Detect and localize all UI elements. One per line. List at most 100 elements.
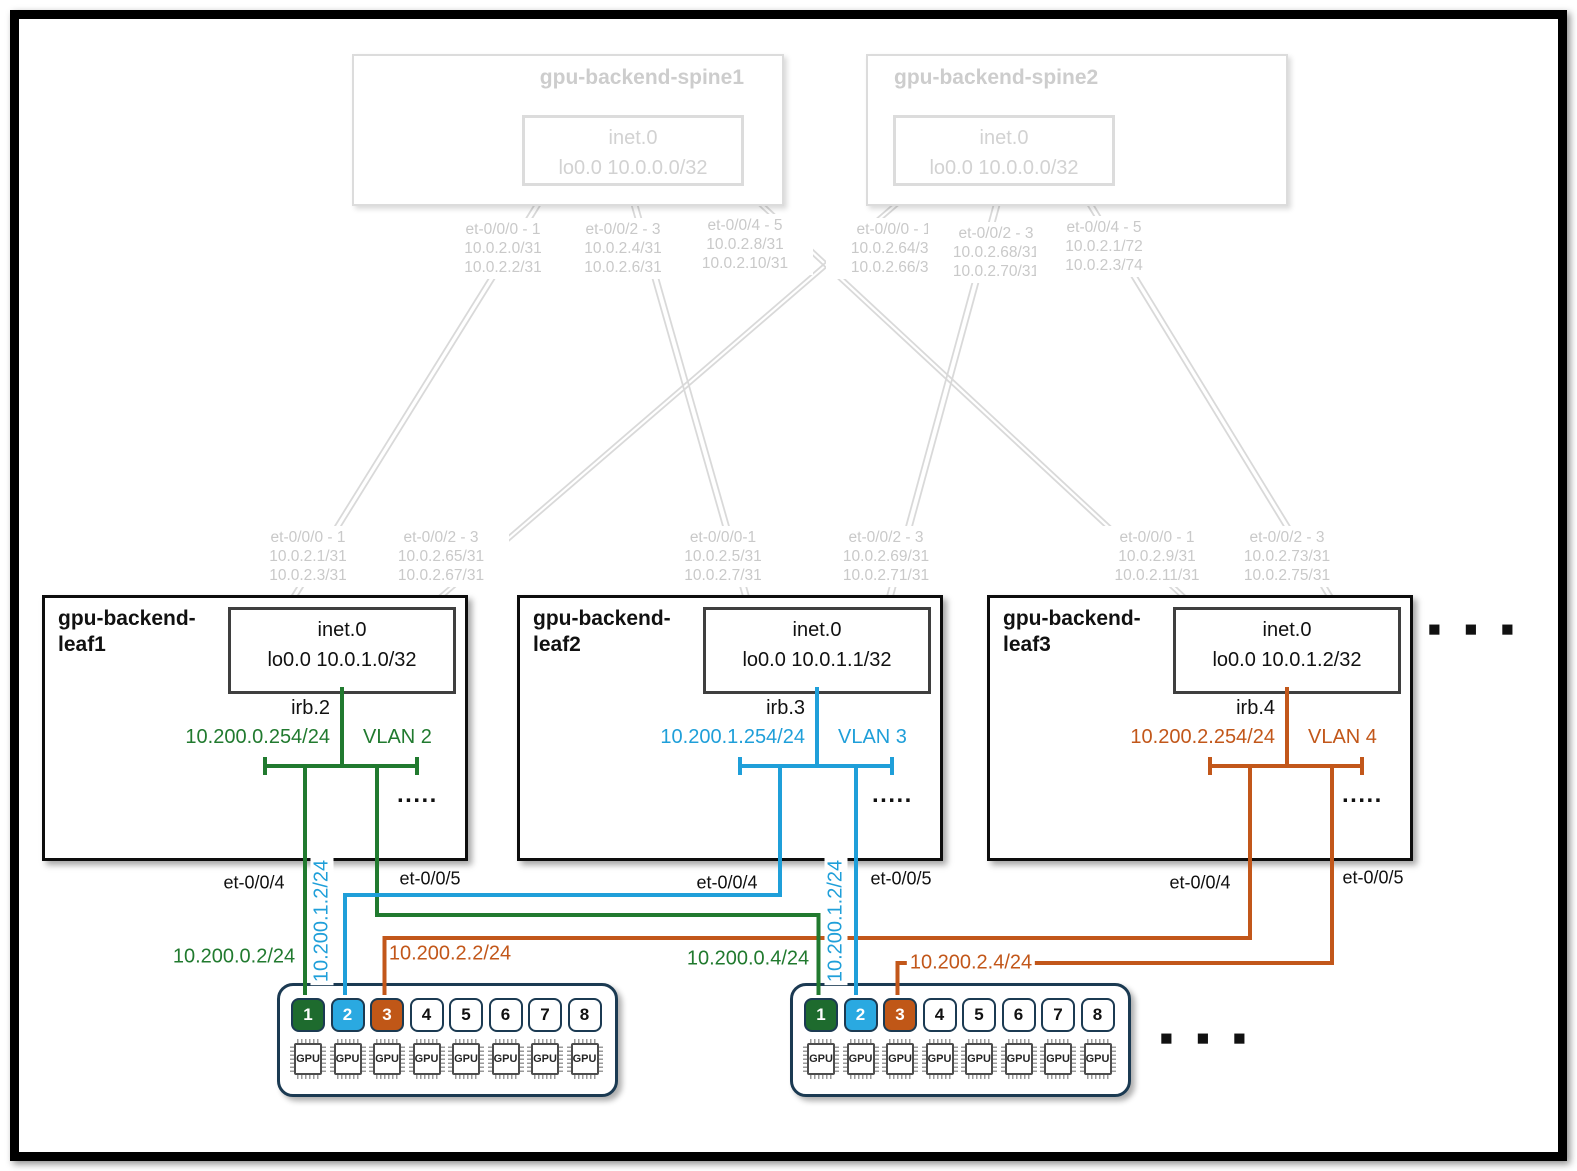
nic-port: 1: [291, 998, 325, 1032]
leaf2-more-ports-dots: .....: [872, 781, 913, 808]
leaf1-routing-table: inet.0 lo0.0 10.0.1.0/32: [228, 607, 456, 694]
leaf1-vlan-label: VLAN 2: [363, 726, 432, 748]
more-servers-ellipsis: ■ ■ ■: [1160, 1027, 1255, 1050]
spine1-link-labels-2: et-0/0/2 - 3 10.0.2.4/31 10.0.2.6/31: [555, 218, 691, 279]
spine2-name: gpu-backend-spine2: [894, 66, 1099, 89]
link-subnet: 10.0.2.68/31: [952, 244, 1040, 261]
nic-port: 2: [843, 998, 878, 1032]
leaf2-name: gpu-backend- leaf2: [533, 607, 671, 656]
chip-pins: [921, 1046, 926, 1072]
link-subnet: 10.0.2.73/31: [1243, 548, 1331, 565]
port-range: et-0/0/4 - 5: [707, 217, 783, 234]
gpu-chip-icon: GPU: [527, 1039, 563, 1079]
server2-gpu-row: GPU GPU GPU GPU GPU GPU: [803, 1039, 1116, 1079]
nic-port: 6: [1001, 998, 1036, 1032]
leaf1-port-et004: et-0/0/4: [223, 872, 285, 893]
loopback-address: lo0.0 10.0.1.0/32: [267, 649, 417, 671]
chip-pins: [598, 1046, 603, 1072]
chip-pins: [487, 1046, 492, 1072]
leaf3-link-labels-1: et-0/0/0 - 1 10.0.2.9/31 10.0.2.11/31: [1089, 526, 1225, 587]
loopback-address: lo0.0 10.0.1.2/32: [1212, 649, 1362, 671]
chip-pins: [961, 1046, 965, 1072]
port-range: et-0/0/0 - 1: [465, 221, 541, 238]
leaf2-irb-name: irb.3: [766, 697, 805, 719]
leaf3-vlan-label: VLAN 4: [1308, 726, 1377, 748]
link-subnet: 10.0.2.0/31: [464, 240, 542, 257]
gpu-chip-icon: GPU: [290, 1039, 326, 1079]
spine1-link-labels-1: et-0/0/0 - 1 10.0.2.0/31 10.0.2.2/31: [435, 218, 571, 279]
spine2-link-labels-3: et-0/0/4 - 5 10.0.2.1/72 10.0.2.3/74: [1036, 216, 1172, 277]
chip-pins: [1072, 1046, 1076, 1072]
gpu-chip-icon: GPU: [369, 1039, 405, 1079]
chip-pins: [1032, 1046, 1037, 1072]
leaf3-irb-name: irb.4: [1236, 697, 1275, 719]
table-name: inet.0: [979, 127, 1029, 149]
link-subnet: 10.0.2.64/31: [850, 240, 938, 257]
chip-pins: [448, 1046, 452, 1072]
loopback-address: lo0.0 10.0.1.1/32: [742, 649, 892, 671]
gpu-chip-icon: GPU: [1000, 1039, 1037, 1079]
link-subnet: 10.0.2.1/72: [1065, 238, 1143, 255]
nic-port: 5: [449, 998, 483, 1032]
chip-pins: [369, 1046, 373, 1072]
table-name: inet.0: [792, 619, 842, 641]
server2-nic3-ip: 10.200.2.4/24: [906, 951, 1036, 975]
leaf2-port-et004: et-0/0/4: [696, 872, 758, 893]
chip-pins: [1079, 1046, 1084, 1072]
chip-pins: [519, 1046, 524, 1072]
gpu-chip-icon: GPU: [487, 1039, 524, 1079]
leaf3-routing-table: inet.0 lo0.0 10.0.1.2/32: [1173, 607, 1401, 694]
chip-pins: [1000, 1046, 1005, 1072]
port-range: et-0/0/4 - 5: [1066, 219, 1142, 236]
link-subnet: 10.0.2.66/31: [850, 259, 938, 276]
nic-port: 8: [1080, 998, 1115, 1032]
port-range: et-0/0/2 - 3: [403, 529, 479, 546]
chip-pins: [527, 1046, 531, 1072]
nic-port: 3: [883, 998, 917, 1032]
wire-leaf3-server2-nic3: [895, 766, 1334, 995]
leaf2-link-labels-2: et-0/0/2 - 3 10.0.2.69/31 10.0.2.71/31: [818, 526, 954, 587]
wire-leaf2-server1-nic2: [343, 766, 782, 995]
server1-gpu-row: GPU GPU GPU GPU GPU GPU: [290, 1039, 603, 1079]
leaf1-link-labels-2: et-0/0/2 - 3 10.0.2.65/31 10.0.2.67/31: [373, 526, 509, 587]
gpu-chip-icon: GPU: [961, 1039, 997, 1079]
nic-port: 4: [922, 998, 957, 1032]
nic-port: 7: [1041, 998, 1075, 1032]
spine1-link-labels-3: et-0/0/4 - 5 10.0.2.8/31 10.0.2.10/31: [677, 214, 813, 275]
port-range: et-0/0/0 - 1: [856, 221, 932, 238]
link-subnet: 10.0.2.4/31: [584, 240, 662, 257]
port-range: et-0/0/0-1: [689, 529, 757, 546]
chip-pins: [1040, 1046, 1044, 1072]
leaf2-port-et005: et-0/0/5: [870, 868, 932, 889]
chip-pins: [842, 1046, 847, 1072]
leaf2-box: gpu-backend- leaf2 inet.0 lo0.0 10.0.1.1…: [517, 595, 943, 861]
leaf1-irb-name: irb.2: [291, 697, 330, 719]
chip-pins: [401, 1046, 405, 1072]
gpu-chip-icon: GPU: [882, 1039, 918, 1079]
spine1-name: gpu-backend-spine1: [539, 66, 744, 89]
nic-port: 2: [330, 998, 365, 1032]
gpu-chip-icon: GPU: [329, 1039, 366, 1079]
leaf2-link-labels-1: et-0/0/0-1 10.0.2.5/31 10.0.2.7/31: [655, 526, 791, 587]
link-subnet: 10.0.2.71/31: [842, 567, 930, 584]
link-spine2-leaf1: [433, 195, 904, 601]
gpu-chip-icon: GPU: [803, 1039, 839, 1079]
chip-pins: [803, 1046, 807, 1072]
chip-pins: [361, 1046, 366, 1072]
wire-leaf1-server2-nic1: [375, 766, 821, 995]
leaf2-vlan-label: VLAN 3: [838, 726, 907, 748]
port-range: et-0/0/2 - 3: [848, 529, 924, 546]
link-subnet: 10.0.2.7/31: [684, 567, 762, 584]
spine2-routing-table: inet.0 lo0.0 10.0.0.0/32: [893, 115, 1115, 186]
server1-nic1-ip: 10.200.0.2/24: [172, 945, 296, 968]
link-subnet: 10.0.2.3/31: [269, 567, 347, 584]
link-subnet: 10.0.2.69/31: [842, 548, 930, 565]
link-subnet: 10.0.2.3/74: [1065, 257, 1143, 274]
more-leaves-ellipsis: ■ ■ ■: [1428, 618, 1523, 641]
gpu-chip-icon: GPU: [448, 1039, 484, 1079]
link-subnet: 10.0.2.65/31: [397, 548, 485, 565]
